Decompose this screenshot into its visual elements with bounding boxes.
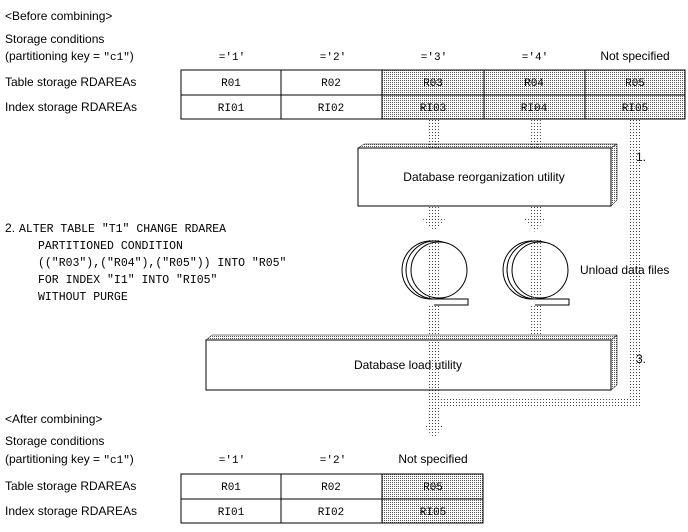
after-heading: <After combining> <box>5 412 102 426</box>
flow-arrow-unload2-to-load <box>529 305 541 335</box>
before-condition-2: ='2' <box>320 52 346 64</box>
sql-line-2: PARTITIONED CONDITION <box>38 240 183 253</box>
flow-arrows <box>422 120 641 438</box>
after-condition-3: Not specified <box>398 452 467 466</box>
before-table-cell-1: R01 <box>221 78 241 90</box>
before-index-cell-4: RI04 <box>521 103 548 115</box>
before-heading: <Before combining> <box>5 9 112 23</box>
sql-line-1: ALTER TABLE "T1" CHANGE RDAREA <box>19 223 226 236</box>
after-condition-2: ='2' <box>320 455 346 467</box>
unload-files-label: Unload data files <box>580 263 669 277</box>
load-utility-label: Database load utility <box>354 358 462 372</box>
flow-arrow-reorg-to-unload-2 <box>523 206 547 232</box>
before-table-cell-2: R02 <box>321 78 341 90</box>
flow-arrow-load-to-after <box>422 390 446 438</box>
before-index-cell-3: RI03 <box>420 103 446 115</box>
before-condition-4: ='4' <box>522 52 548 64</box>
after-table-cell-3: R05 <box>423 482 443 494</box>
before-index-row-label: Index storage RDAREAs <box>5 100 137 114</box>
load-utility-box <box>205 334 618 391</box>
reorg-utility-box <box>357 143 618 207</box>
before-index-cell-2: RI02 <box>318 103 344 115</box>
step3-number: 3. <box>636 352 646 366</box>
after-partition-key-label: (partitioning key = "c1") <box>5 452 134 467</box>
after-index-cell-1: RI01 <box>218 507 245 519</box>
step1-number: 1. <box>636 150 646 164</box>
flow-arrow-reorg-to-unload-1 <box>422 206 446 232</box>
before-condition-5: Not specified <box>600 49 669 63</box>
after-index-cell-3: RI05 <box>420 507 446 519</box>
unload-file-2-icon <box>502 240 570 306</box>
before-table-row-label: Table storage RDAREAs <box>5 75 136 89</box>
after-table-row-label: Table storage RDAREAs <box>5 479 136 493</box>
flow-connector-to-load <box>434 398 641 408</box>
before-index-cell-1: RI01 <box>218 103 245 115</box>
before-table-cell-4: R04 <box>524 78 544 90</box>
sql-line-5: WITHOUT PURGE <box>38 291 128 304</box>
after-index-row-label: Index storage RDAREAs <box>5 504 137 518</box>
before-condition-3: ='3' <box>421 52 447 64</box>
before-condition-1: ='1' <box>219 52 245 64</box>
flow-arrow-ri03-to-reorg <box>428 120 440 148</box>
after-table-cell-1: R01 <box>221 482 241 494</box>
after-condition-1: ='1' <box>219 455 245 467</box>
before-storage-label: Storage conditions <box>5 32 104 46</box>
flow-arrow-unload1-to-load <box>428 305 440 335</box>
sql-line-4: FOR INDEX "I1" INTO "RI05" <box>38 274 217 287</box>
flow-arrow-ri04-to-reorg <box>529 120 541 148</box>
before-rdarea-table <box>180 69 686 120</box>
before-index-cell-5: RI05 <box>622 103 648 115</box>
reorg-utility-label: Database reorganization utility <box>403 170 564 184</box>
before-partition-key-label: (partitioning key = "c1") <box>5 49 134 64</box>
before-table-cell-3: R03 <box>423 78 443 90</box>
after-table-cell-2: R02 <box>321 482 341 494</box>
flow-path-r05-down <box>629 120 641 403</box>
step2-number: 2. <box>5 221 15 235</box>
after-storage-label: Storage conditions <box>5 434 104 448</box>
after-rdarea-table <box>180 473 484 524</box>
unload-file-1-icon <box>401 240 469 306</box>
before-table-cell-5: R05 <box>625 78 645 90</box>
sql-line-3: (("R03"),("R04"),("R05")) INTO "R05" <box>38 257 286 270</box>
after-index-cell-2: RI02 <box>318 507 344 519</box>
